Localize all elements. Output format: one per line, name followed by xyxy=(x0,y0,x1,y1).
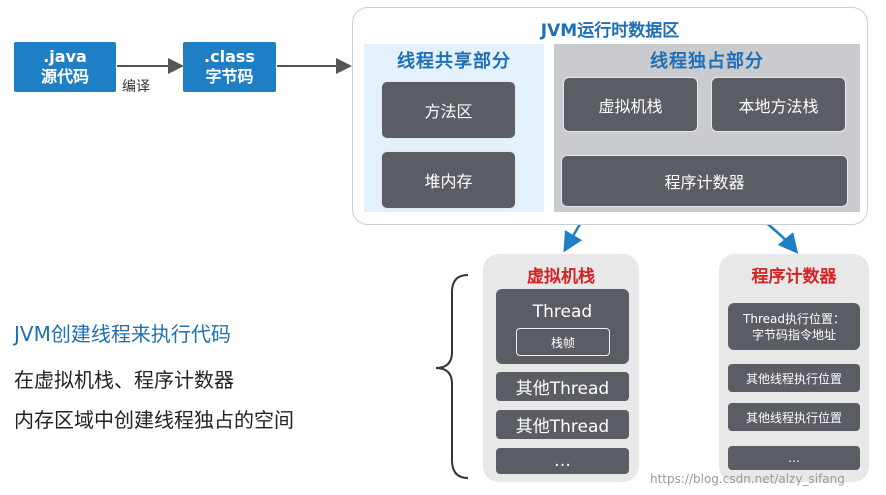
caption-line-2: 在虚拟机栈、程序计数器 xyxy=(14,368,234,392)
method-area-box: 方法区 xyxy=(381,81,516,139)
class-bytecode-box: .class 字节码 xyxy=(183,42,276,92)
thread-label: Thread xyxy=(532,302,593,322)
caption-line-3: 内存区域中创建线程独占的空间 xyxy=(14,408,294,432)
thread-position-box: Thread执行位置： 字节码指令地址 xyxy=(728,303,860,350)
caption-line-1: JVM创建线程来执行代码 xyxy=(14,322,231,346)
jvm-title: JVM运行时数据区 xyxy=(540,21,680,41)
watermark: https://blog.csdn.net/alzy_sifang xyxy=(650,472,845,486)
compile-label: 编译 xyxy=(122,79,150,95)
other-thread-position-row: 其他线程执行位置 xyxy=(728,403,860,431)
vm-stack-card-title: 虚拟机栈 xyxy=(527,267,595,287)
native-method-stack-box: 本地方法栈 xyxy=(711,77,846,132)
ellipsis-row: … xyxy=(496,448,629,474)
other-thread-row: 其他Thread xyxy=(496,372,629,401)
class-bytecode-label: 字节码 xyxy=(205,67,254,86)
program-counter-box: 程序计数器 xyxy=(561,155,848,207)
thread-position-line1: Thread执行位置： xyxy=(743,311,845,326)
pc-card-title: 程序计数器 xyxy=(751,267,837,287)
heap-box: 堆内存 xyxy=(381,151,516,209)
class-bytecode-ext: .class xyxy=(204,47,255,66)
other-thread-position-row: 其他线程执行位置 xyxy=(728,364,860,392)
other-thread-row: 其他Thread xyxy=(496,410,629,439)
ellipsis-row: … xyxy=(728,446,860,470)
thread-box: Thread 栈帧 xyxy=(496,289,629,364)
java-source-ext: .java xyxy=(43,47,87,66)
java-source-label: 源代码 xyxy=(40,67,89,86)
bracket xyxy=(435,274,469,479)
vm-stack-box: 虚拟机栈 xyxy=(563,77,698,132)
private-panel-title: 线程独占部分 xyxy=(650,51,764,72)
stack-frame-box: 栈帧 xyxy=(516,328,610,356)
java-source-box: .java 源代码 xyxy=(14,42,116,92)
shared-panel-title: 线程共享部分 xyxy=(397,51,511,72)
thread-position-line2: 字节码指令地址 xyxy=(751,327,836,342)
